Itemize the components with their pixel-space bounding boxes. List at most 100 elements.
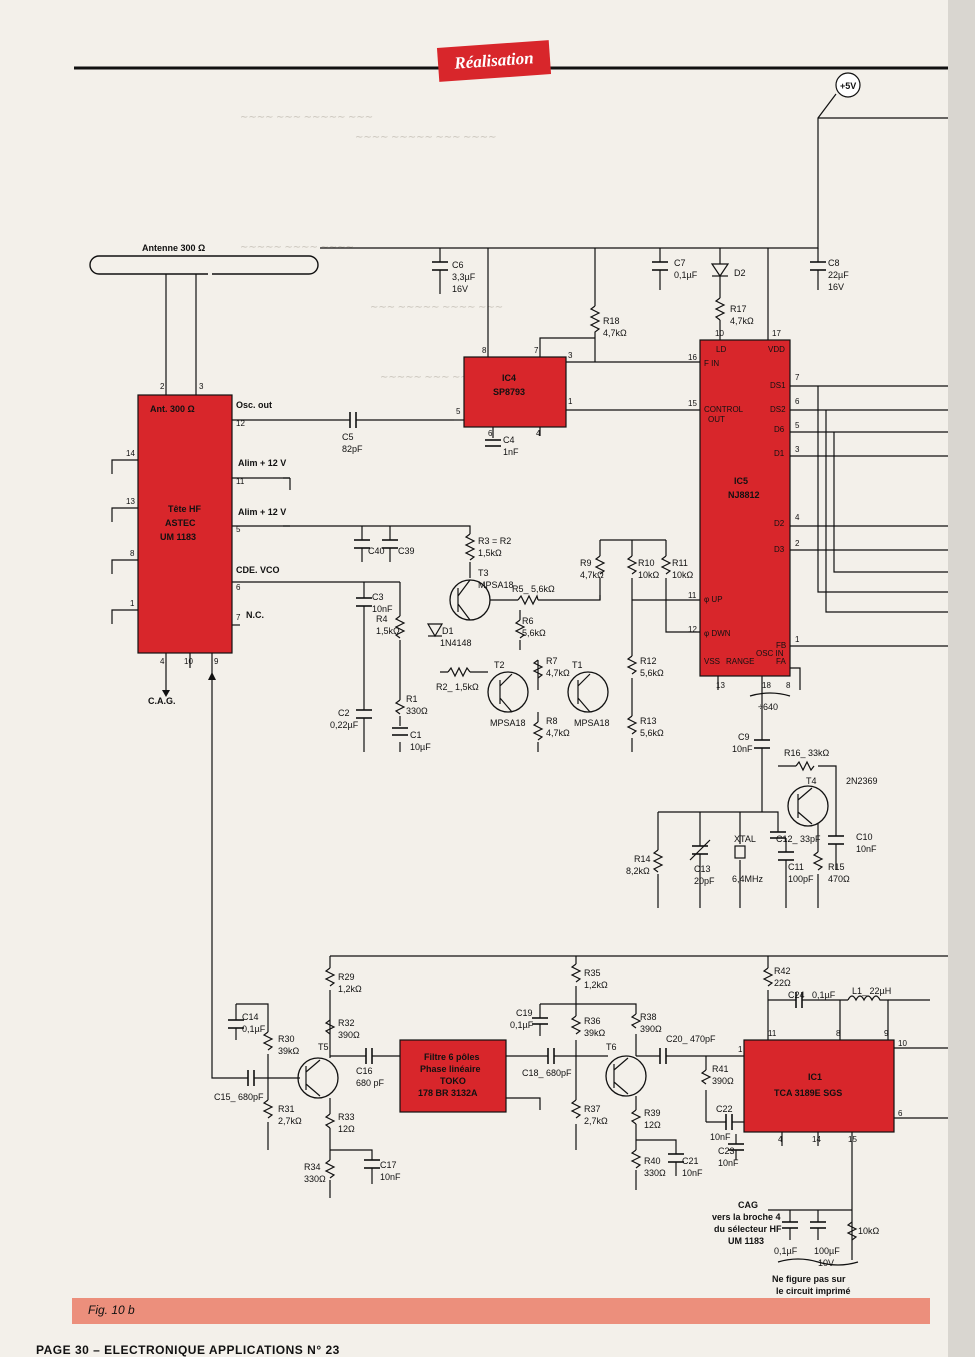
svg-text:D2: D2 bbox=[734, 268, 746, 278]
svg-text:39kΩ: 39kΩ bbox=[278, 1046, 300, 1056]
svg-text:OUT: OUT bbox=[708, 415, 725, 424]
svg-text:DS2: DS2 bbox=[770, 405, 786, 414]
svg-text:12: 12 bbox=[688, 625, 697, 634]
svg-text:10nF: 10nF bbox=[710, 1132, 731, 1142]
svg-text:D6: D6 bbox=[774, 425, 785, 434]
tuner-alim1-label: Alim + 12 V bbox=[238, 458, 286, 468]
ic1-name: IC1 bbox=[808, 1072, 822, 1082]
svg-text:10: 10 bbox=[715, 329, 724, 338]
svg-text:C19: C19 bbox=[516, 1008, 533, 1018]
svg-text:4,7kΩ: 4,7kΩ bbox=[730, 316, 754, 326]
svg-text:9: 9 bbox=[884, 1029, 889, 1038]
svg-text:12: 12 bbox=[236, 419, 245, 428]
svg-text:VDD: VDD bbox=[768, 345, 785, 354]
svg-text:R40: R40 bbox=[644, 1156, 661, 1166]
page-footer: PAGE 30 – ELECTRONIQUE APPLICATIONS N° 2… bbox=[36, 1343, 340, 1357]
svg-text:R38: R38 bbox=[640, 1012, 657, 1022]
svg-text:4: 4 bbox=[778, 1135, 783, 1144]
svg-text:R31: R31 bbox=[278, 1104, 295, 1114]
svg-text:3,3µF: 3,3µF bbox=[452, 272, 476, 282]
svg-text:R11: R11 bbox=[672, 558, 688, 568]
tuner-ref: UM 1183 bbox=[160, 532, 196, 542]
figure-caption-bar: Fig. 10 b bbox=[72, 1298, 930, 1324]
svg-text:390Ω: 390Ω bbox=[338, 1030, 360, 1040]
svg-text:R34: R34 bbox=[304, 1162, 321, 1172]
svg-text:R3 = R2: R3 = R2 bbox=[478, 536, 511, 546]
svg-text:T1: T1 bbox=[572, 660, 583, 670]
svg-text:R12: R12 bbox=[640, 656, 657, 666]
svg-text:4: 4 bbox=[160, 657, 165, 666]
ic5-ref: NJ8812 bbox=[728, 490, 760, 500]
ic5-synthesizer: IC5 NJ8812 F IN CONTROL OUT φ UP φ DWN L… bbox=[688, 329, 948, 730]
svg-text:R9: R9 bbox=[580, 558, 592, 568]
svg-text:6: 6 bbox=[898, 1109, 903, 1118]
svg-text:10kΩ: 10kΩ bbox=[638, 570, 660, 580]
svg-text:D2: D2 bbox=[774, 519, 785, 528]
svg-text:C9: C9 bbox=[738, 732, 750, 742]
svg-text:T5: T5 bbox=[318, 1042, 329, 1052]
svg-text:10nF: 10nF bbox=[856, 844, 877, 854]
svg-text:330Ω: 330Ω bbox=[304, 1174, 326, 1184]
svg-text:MPSA18: MPSA18 bbox=[490, 718, 526, 728]
svg-text:R37: R37 bbox=[584, 1104, 601, 1114]
svg-text:C16: C16 bbox=[356, 1066, 373, 1076]
svg-text:20pF: 20pF bbox=[694, 876, 715, 886]
svg-text:DS1: DS1 bbox=[770, 381, 786, 390]
cap-c5: C5 82pF bbox=[342, 412, 454, 454]
svg-text:8: 8 bbox=[836, 1029, 841, 1038]
figure-caption: Fig. 10 b bbox=[88, 1303, 135, 1317]
svg-text:R8: R8 bbox=[546, 716, 558, 726]
svg-text:R17: R17 bbox=[730, 304, 747, 314]
tuner-module: Ant. 300 Ω Tête HF ASTEC UM 1183 Osc. ou… bbox=[111, 394, 400, 1079]
filter-line-1: Filtre 6 pôles bbox=[424, 1052, 480, 1062]
svg-text:Ne figure pas sur: Ne figure pas sur bbox=[772, 1274, 846, 1284]
svg-text:du sélecteur HF: du sélecteur HF bbox=[714, 1224, 782, 1234]
tuner-nc-label: N.C. bbox=[246, 610, 264, 620]
svg-text:7: 7 bbox=[795, 373, 800, 382]
svg-text:15: 15 bbox=[688, 399, 697, 408]
svg-text:R14: R14 bbox=[634, 854, 651, 864]
svg-text:FB: FB bbox=[776, 641, 786, 650]
svg-text:∼∼∼∼ ∼∼∼ ∼∼∼∼∼ ∼∼∼: ∼∼∼∼ ∼∼∼ ∼∼∼∼∼ ∼∼∼ bbox=[240, 112, 373, 123]
tuner-brand: ASTEC bbox=[165, 518, 196, 528]
svg-text:R16_ 33kΩ: R16_ 33kΩ bbox=[784, 748, 830, 758]
svg-text:CONTROL: CONTROL bbox=[704, 405, 744, 414]
svg-text:16: 16 bbox=[688, 353, 697, 362]
svg-text:390Ω: 390Ω bbox=[640, 1024, 662, 1034]
svg-text:10nF: 10nF bbox=[682, 1168, 703, 1178]
svg-text:10: 10 bbox=[898, 1039, 907, 1048]
svg-text:R41: R41 bbox=[712, 1064, 729, 1074]
svg-text:R13: R13 bbox=[640, 716, 657, 726]
svg-text:8: 8 bbox=[130, 549, 135, 558]
svg-text:2N2369: 2N2369 bbox=[846, 776, 878, 786]
svg-text:16V: 16V bbox=[828, 282, 844, 292]
svg-text:4,7kΩ: 4,7kΩ bbox=[580, 570, 604, 580]
svg-text:R42: R42 bbox=[774, 966, 791, 976]
loop-filter: R3 = R2 1,5kΩ C40 C39 T3 MPSA18 R5_ 5,6k… bbox=[289, 478, 700, 752]
svg-text:D1: D1 bbox=[774, 449, 785, 458]
svg-text:6: 6 bbox=[795, 397, 800, 406]
svg-text:0,1µF: 0,1µF bbox=[510, 1020, 534, 1030]
svg-text:1nF: 1nF bbox=[503, 447, 519, 457]
svg-text:R4: R4 bbox=[376, 614, 388, 624]
svg-text:R32: R32 bbox=[338, 1018, 355, 1028]
svg-text:C1: C1 bbox=[410, 730, 422, 740]
svg-text:R36: R36 bbox=[584, 1016, 601, 1026]
ic4-name: IC4 bbox=[502, 373, 516, 383]
svg-text:R7: R7 bbox=[546, 656, 558, 666]
svg-text:0,1µF: 0,1µF bbox=[674, 270, 698, 280]
svg-text:T4: T4 bbox=[806, 776, 817, 786]
svg-text:10nF: 10nF bbox=[732, 744, 753, 754]
svg-text:φ UP: φ UP bbox=[704, 595, 723, 604]
svg-text:1,5kΩ: 1,5kΩ bbox=[376, 626, 400, 636]
svg-text:C12_ 33pF: C12_ 33pF bbox=[776, 834, 821, 844]
svg-text:7: 7 bbox=[534, 346, 539, 355]
svg-text:1,2kΩ: 1,2kΩ bbox=[338, 984, 362, 994]
svg-text:C14: C14 bbox=[242, 1012, 259, 1022]
svg-text:C13: C13 bbox=[694, 864, 711, 874]
svg-text:8,2kΩ: 8,2kΩ bbox=[626, 866, 650, 876]
svg-text:C23: C23 bbox=[718, 1146, 735, 1156]
svg-text:C10: C10 bbox=[856, 832, 873, 842]
svg-text:9: 9 bbox=[214, 657, 219, 666]
svg-text:C4: C4 bbox=[503, 435, 515, 445]
